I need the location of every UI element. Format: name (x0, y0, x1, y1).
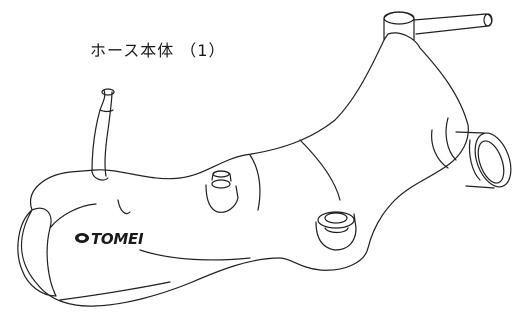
lower-nipple (315, 213, 357, 251)
left-nipple-tip (101, 88, 115, 96)
right-outlet-collar (431, 117, 457, 169)
hose-body-outline (20, 32, 469, 307)
mid-nipple (205, 184, 239, 213)
brand-logo: TOMEI (74, 230, 144, 248)
top-elbow (383, 11, 415, 41)
left-nipple-clamp (117, 199, 131, 215)
brand-text: TOMEI (91, 230, 144, 248)
left-inlet-inner (49, 203, 97, 229)
left-nipple-collar (99, 109, 114, 113)
left-nipple-base (91, 171, 109, 181)
left-nipple-tube (91, 89, 113, 177)
tomei-logo-mark-icon (74, 230, 90, 248)
part-label: ホース本体 （1） (90, 41, 226, 60)
left-inlet-outer (17, 207, 57, 297)
right-outlet-ring (474, 132, 512, 188)
